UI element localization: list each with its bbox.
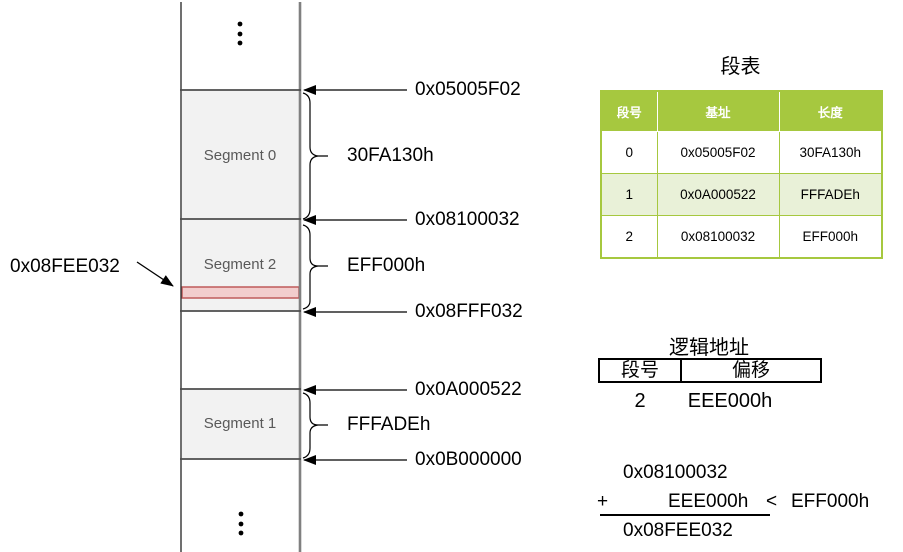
table-row: 0 0x05005F02 30FA130h <box>600 131 883 174</box>
calc-limit: EFF000h <box>791 491 870 512</box>
table-row: 1 0x0A000522 FFFADEh <box>600 173 883 216</box>
logical-header-segment: 段号 <box>600 360 682 381</box>
cell-base: 0x0A000522 <box>656 173 780 216</box>
size-segment-0: 30FA130h <box>347 145 434 166</box>
logical-header-offset: 偏移 <box>731 360 770 381</box>
segment-table: 段号 基址 长度 0 0x05005F02 30FA130h 1 0x0A000… <box>600 90 883 259</box>
addr-seg1-base: 0x0A000522 <box>415 379 522 400</box>
segment-0-label: Segment 0 <box>203 147 277 164</box>
header-base-address: 基址 <box>656 90 780 132</box>
addr-seg2-end: 0x08FFF032 <box>415 301 523 322</box>
cell-seg: 0 <box>600 131 658 174</box>
header-length: 长度 <box>778 90 883 132</box>
calc-base-address: 0x08100032 <box>623 462 728 483</box>
cell-len: EFF000h <box>778 215 883 259</box>
segment-1-label: Segment 1 <box>203 415 277 432</box>
calc-offset: EEE000h <box>668 491 749 512</box>
address-arrows <box>136 85 407 465</box>
physical-address-pointer-label: 0x08FEE032 <box>10 256 120 277</box>
segment-0-box <box>182 90 300 219</box>
accessed-address-strip <box>181 286 300 299</box>
pointer-arrow <box>136 261 174 287</box>
cell-base: 0x08100032 <box>656 215 780 259</box>
segment-1-box <box>182 389 300 459</box>
ellipsis-dots <box>237 21 244 536</box>
cell-len: 30FA130h <box>778 131 883 174</box>
calc-sum-rule <box>600 514 770 516</box>
segment-2-label: Segment 2 <box>203 256 277 273</box>
segment-table-title: 段表 <box>720 56 761 78</box>
memory-column-lines <box>180 2 302 552</box>
segment-0-brace <box>302 92 328 220</box>
segment-2-brace <box>302 224 328 310</box>
cell-seg: 2 <box>600 215 658 259</box>
segment-fills <box>181 90 300 459</box>
header-segment-number: 段号 <box>600 90 658 132</box>
addr-seg0-base: 0x05005F02 <box>415 79 521 100</box>
addr-seg1-end: 0x0B000000 <box>415 449 522 470</box>
cell-seg: 1 <box>600 173 658 216</box>
calc-plus-sign: + <box>597 491 609 512</box>
cell-len: FFFADEh <box>778 173 883 216</box>
segment-1-brace <box>302 392 328 459</box>
table-row: 2 0x08100032 EFF000h <box>600 215 883 259</box>
logical-value-segment: 2 <box>634 390 646 412</box>
logical-value-offset: EEE000h <box>687 390 773 412</box>
size-segment-2: EFF000h <box>347 255 426 276</box>
logical-address-box: 段号 偏移 <box>598 358 822 383</box>
logical-address-title: 逻辑地址 <box>669 337 749 359</box>
size-braces <box>302 92 328 459</box>
segment-table-header-row: 段号 基址 长度 <box>600 90 883 132</box>
calc-result-address: 0x08FEE032 <box>623 520 733 541</box>
calc-less-than: < <box>766 491 778 512</box>
addr-seg2-base: 0x08100032 <box>415 209 520 230</box>
segment-boundary-lines <box>180 89 301 460</box>
cell-base: 0x05005F02 <box>656 131 780 174</box>
size-segment-1: FFFADEh <box>347 414 431 435</box>
